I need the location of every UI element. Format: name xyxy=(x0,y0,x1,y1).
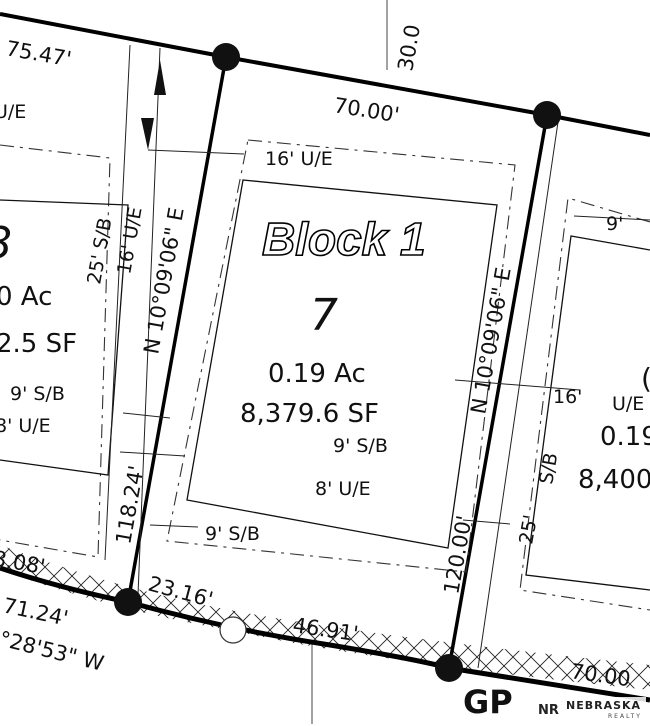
lot7-rear-easement: 16' U/E xyxy=(265,148,333,170)
lot-acreage: 0.19 Ac xyxy=(268,359,366,389)
realty-watermark: NR NEBRASKA REALTY xyxy=(536,697,646,721)
dim-line-left xyxy=(137,47,161,596)
lot8-easement-8: 8' U/E xyxy=(0,415,51,437)
lot7-frontage-dim: 70.00' xyxy=(332,93,401,127)
lot8-arc-bearing: °28'53" W xyxy=(0,627,106,676)
lot6-setback-25: 25' xyxy=(515,513,542,546)
lot7-depth-left: 118.24' xyxy=(111,464,148,546)
svg-text:NEBRASKA: NEBRASKA xyxy=(566,699,641,712)
svg-text:NR: NR xyxy=(538,703,559,718)
tick-4 xyxy=(454,379,581,391)
north-property-line xyxy=(0,12,650,137)
lot8-bottom-dim: 8.08' xyxy=(0,546,47,579)
lot7-easement-outline xyxy=(166,139,516,573)
corner-pin-sw xyxy=(114,588,142,616)
curve-point-marker xyxy=(219,616,247,644)
lot8-easement-outline xyxy=(0,144,111,558)
lot-number: 7 xyxy=(310,290,338,341)
street-name-partial: GP xyxy=(463,683,513,721)
lot8-ue-partial: U/E xyxy=(0,101,26,123)
lot6-sqft-partial: 8,400 xyxy=(578,465,650,495)
lot8-setback-25: 25' S/B xyxy=(83,216,116,286)
lot8-acreage-partial: 0 Ac xyxy=(0,282,52,312)
lot7-depth-right: 120.00' xyxy=(439,514,476,596)
tick-6 xyxy=(462,519,511,525)
tick-5 xyxy=(149,524,199,528)
lot-square-feet: 8,379.6 SF xyxy=(240,399,379,429)
dim-line-left-2 xyxy=(104,44,131,561)
tick-2 xyxy=(122,412,171,419)
tick-7 xyxy=(573,215,650,221)
hatched-easement-strip xyxy=(0,545,650,690)
lot8-sqft-partial: 2.5 SF xyxy=(0,329,77,359)
corner-pin-se xyxy=(435,654,463,682)
lot8-easement-16: 16' U/E xyxy=(113,205,146,276)
dim-line-right xyxy=(477,121,559,669)
lot6-easement-16: 16' xyxy=(553,386,582,408)
realty-logo-icon: NR NEBRASKA REALTY xyxy=(538,699,642,720)
lot7-bearing-left: N 10°09'06" E xyxy=(139,206,188,356)
tick-1 xyxy=(147,149,245,155)
lot6-setback-9: 9' xyxy=(606,213,623,235)
svg-text:REALTY: REALTY xyxy=(608,713,642,720)
lot8-arc-dim: 71.24' xyxy=(1,593,70,630)
lot7-side-setback: 9' S/B xyxy=(333,435,388,457)
corner-pin-nw xyxy=(212,43,240,71)
lot7-setback-outline xyxy=(186,179,498,549)
lot8-setback-outline xyxy=(0,199,129,476)
corner-pin-ne xyxy=(533,101,561,129)
row-dim: 30.0 xyxy=(393,23,425,73)
lot7-west-line xyxy=(126,56,228,603)
block-label: Block 1 xyxy=(262,213,426,265)
lot8-number-partial: 8 xyxy=(0,218,12,269)
lot8-top-dim: 75.47' xyxy=(4,36,73,71)
lot6-setback-outline xyxy=(525,235,650,591)
lot6-acreage-partial: 0.19 xyxy=(600,422,650,452)
lot8-setback-9: 9' S/B xyxy=(10,383,65,405)
lot7-east-line xyxy=(447,114,549,669)
arrow-left-top xyxy=(154,60,166,95)
lot7-front-setback: 9' S/B xyxy=(205,523,260,545)
lot6-easement-outline xyxy=(519,197,650,611)
arrow-left-mid xyxy=(141,118,154,150)
lot6-marker-partial: ( xyxy=(641,362,650,395)
lot6-ue-partial: U/E xyxy=(612,393,644,415)
lot6-setback-sb: S/B xyxy=(535,451,562,486)
lot7-side-easement: 8' U/E xyxy=(315,478,371,500)
tick-3 xyxy=(119,451,186,457)
